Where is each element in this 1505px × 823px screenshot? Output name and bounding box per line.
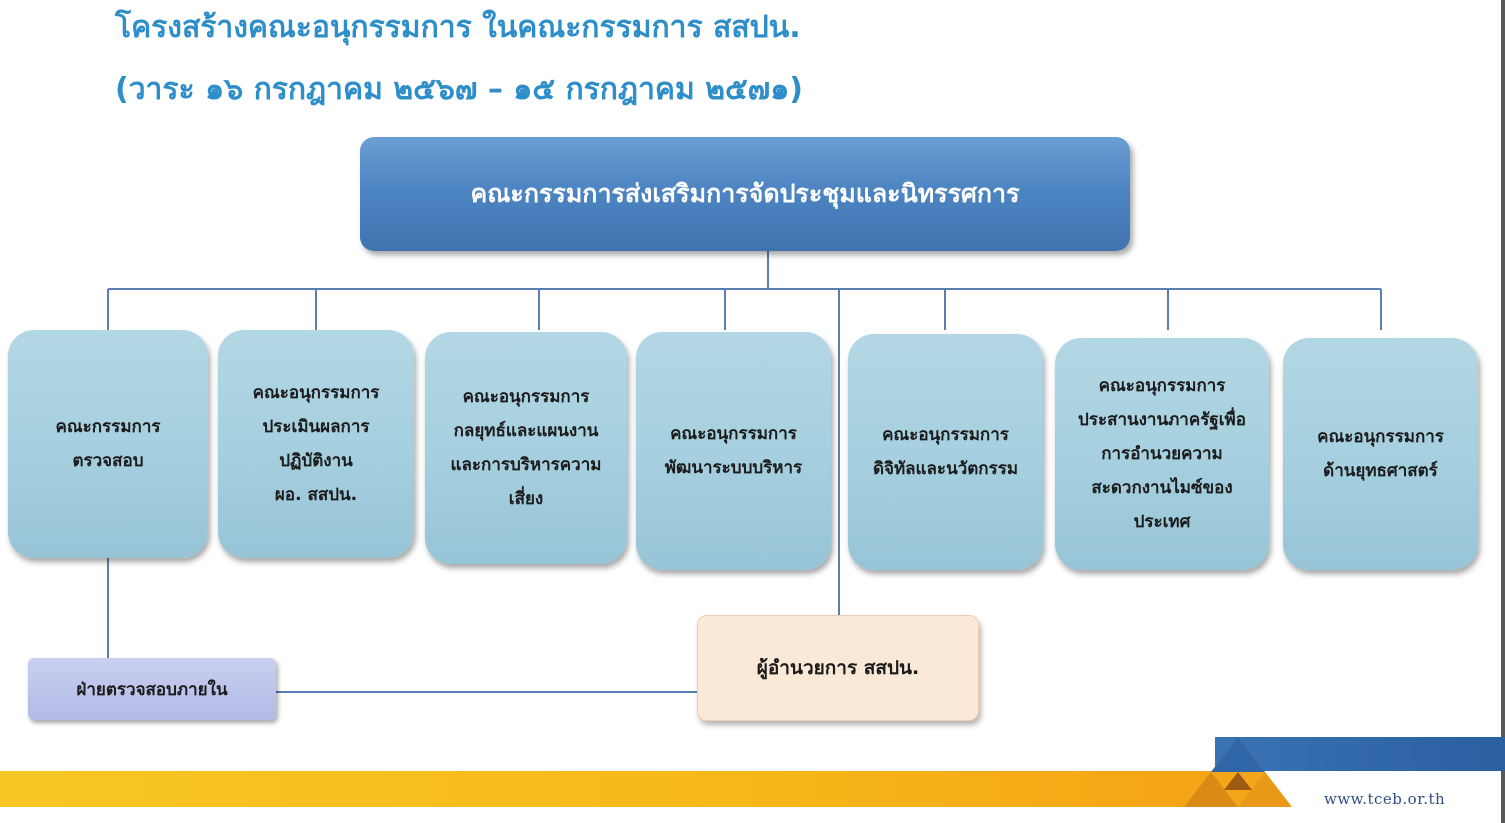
director-box: ผู้อำนวยการ สสปน. xyxy=(697,615,979,721)
right-edge-bar xyxy=(1501,0,1505,823)
committee-box-strategy: คณะอนุกรรมการ ด้านยุทธศาสตร์ xyxy=(1283,338,1478,570)
committee-box-management-development: คณะอนุกรรมการ พัฒนาระบบบริหาร xyxy=(636,332,831,570)
page-subtitle-term: (วาระ ๑๖ กรกฎาคม ๒๕๖๗ – ๑๕ กรกฎาคม ๒๕๗๑) xyxy=(115,72,803,107)
committee-label-strategy: คณะอนุกรรมการ ด้านยุทธศาสตร์ xyxy=(1317,427,1444,481)
committee-box-audit: คณะกรรมการ ตรวจสอบ xyxy=(8,330,208,558)
committee-box-performance-evaluation: คณะอนุกรรมการ ประเมินผลการ ปฏิบัติงาน ผอ… xyxy=(218,330,414,558)
director-label: ผู้อำนวยการ สสปน. xyxy=(756,657,920,679)
footer-yellow-band xyxy=(0,771,1230,807)
internal-audit-unit-label: ฝ่ายตรวจสอบภายใน xyxy=(76,679,228,700)
board-box: คณะกรรมการส่งเสริมการจัดประชุมและนิทรรศก… xyxy=(360,137,1130,251)
footer-blue-band xyxy=(1215,737,1505,771)
committee-label-performance-evaluation: คณะอนุกรรมการ ประเมินผลการ ปฏิบัติงาน ผอ… xyxy=(252,383,380,505)
internal-audit-unit-box: ฝ่ายตรวจสอบภายใน xyxy=(28,658,276,720)
website-url: www.tceb.or.th xyxy=(1324,790,1446,808)
committee-box-mice-facilitation: คณะอนุกรรมการ ประสานงานภาครัฐเพื่อ การอำ… xyxy=(1055,338,1269,570)
committee-box-digital-innovation: คณะอนุกรรมการ ดิจิทัลและนวัตกรรม xyxy=(848,334,1043,570)
committee-label-digital-innovation: คณะอนุกรรมการ ดิจิทัลและนวัตกรรม xyxy=(872,425,1019,479)
committee-label-strategy-risk: คณะอนุกรรมการ กลยุทธ์และแผนงาน และการบริ… xyxy=(450,387,602,509)
board-label: คณะกรรมการส่งเสริมการจัดประชุมและนิทรรศก… xyxy=(470,179,1020,208)
committee-label-mice-facilitation: คณะอนุกรรมการ ประสานงานภาครัฐเพื่อ การอำ… xyxy=(1078,376,1246,532)
committee-label-audit: คณะกรรมการ ตรวจสอบ xyxy=(55,417,161,471)
page-title: โครงสร้างคณะอนุกรรมการ ในคณะกรรมการ สสปน… xyxy=(115,10,801,45)
tceb-logo-icon xyxy=(1184,737,1292,807)
committee-label-management-development: คณะอนุกรรมการ พัฒนาระบบบริหาร xyxy=(664,424,803,478)
committee-box-strategy-risk: คณะอนุกรรมการ กลยุทธ์และแผนงาน และการบริ… xyxy=(425,332,627,564)
